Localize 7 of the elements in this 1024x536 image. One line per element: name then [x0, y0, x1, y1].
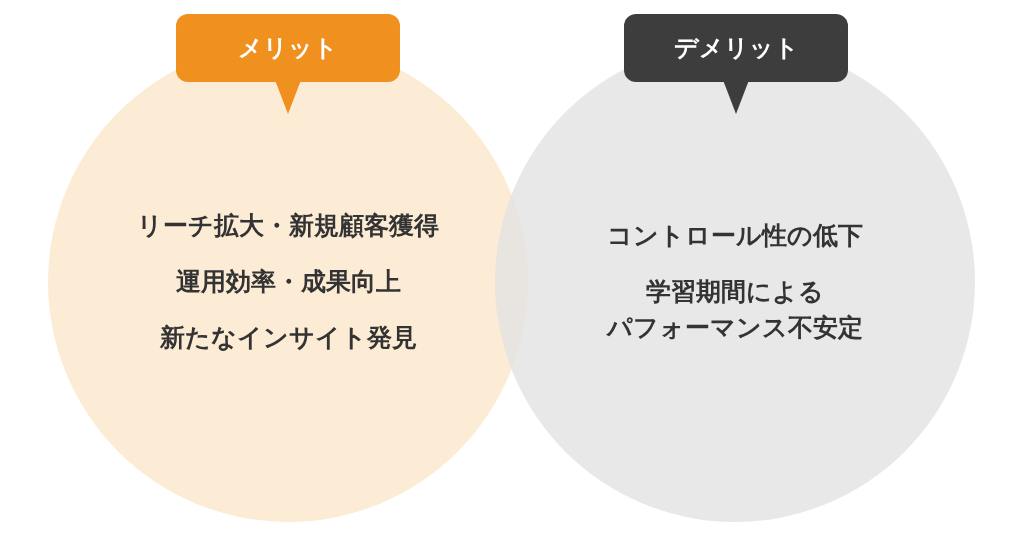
list-item-text: リーチ拡大・新規顧客獲得: [137, 209, 439, 242]
bubble-label: メリット: [238, 33, 338, 64]
list-item-text: 学習期間によるパフォーマンス不安定: [605, 275, 864, 345]
list-item-text: 新たなインサイト発見: [159, 322, 417, 355]
list-item-text: 運用効率・成果向上: [175, 265, 401, 298]
list-item-text: コントロール性の低下: [607, 219, 863, 252]
bubble-label: デメリット: [673, 33, 799, 64]
